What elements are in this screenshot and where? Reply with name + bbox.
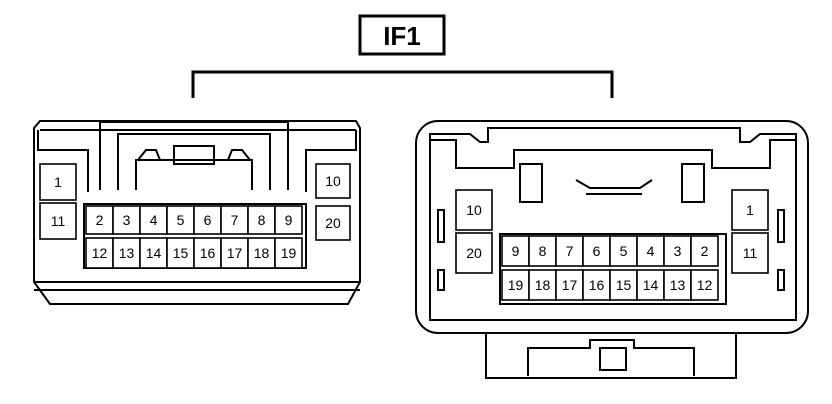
right-pin-19: 19 xyxy=(508,277,524,293)
left-pin-5: 5 xyxy=(177,212,185,228)
right-pin-8: 8 xyxy=(539,243,547,259)
right-pin-3: 3 xyxy=(674,243,682,259)
left-pin-7: 7 xyxy=(231,212,239,228)
left-pin-9: 9 xyxy=(285,212,293,228)
right-pin-17: 17 xyxy=(562,277,578,293)
left-main-pins: 2 3 4 5 6 7 8 9 12 13 14 15 16 17 18 19 xyxy=(85,205,303,269)
right-pin-4: 4 xyxy=(647,243,655,259)
right-pin-11: 11 xyxy=(743,245,758,261)
left-pin-11: 11 xyxy=(51,213,66,229)
left-pin-8: 8 xyxy=(258,212,266,228)
left-pin-16: 16 xyxy=(200,245,216,261)
right-pin-12: 12 xyxy=(697,277,713,293)
left-connector xyxy=(33,120,361,305)
left-pin-3: 3 xyxy=(123,212,131,228)
right-pin-2: 2 xyxy=(701,243,709,259)
right-side-right-pins: 1 11 xyxy=(731,189,769,274)
left-pin-13: 13 xyxy=(119,245,135,261)
right-pin-20: 20 xyxy=(466,245,482,261)
right-pin-15: 15 xyxy=(616,277,632,293)
left-pin-2: 2 xyxy=(96,212,104,228)
right-pin-1: 1 xyxy=(746,202,754,218)
right-pin-14: 14 xyxy=(643,277,659,293)
right-main-pins: 9 8 7 6 5 4 3 2 19 18 17 16 15 14 13 12 xyxy=(501,235,719,301)
left-pin-12: 12 xyxy=(92,245,108,261)
left-pin-10: 10 xyxy=(325,173,341,189)
left-pin-20: 20 xyxy=(325,215,341,231)
left-pin-1: 1 xyxy=(54,174,62,190)
left-side-right-pins: 10 20 xyxy=(315,163,351,241)
left-pin-19: 19 xyxy=(281,245,297,261)
connector-title: IF1 xyxy=(383,21,421,51)
left-pin-15: 15 xyxy=(173,245,189,261)
right-pin-5: 5 xyxy=(620,243,628,259)
right-pin-18: 18 xyxy=(535,277,551,293)
right-pin-7: 7 xyxy=(566,243,574,259)
right-pin-9: 9 xyxy=(512,243,520,259)
right-pin-6: 6 xyxy=(593,243,601,259)
bracket-line xyxy=(191,70,614,98)
title-box xyxy=(358,14,446,56)
right-connector xyxy=(415,120,809,379)
left-pin-14: 14 xyxy=(146,245,162,261)
left-pin-6: 6 xyxy=(204,212,212,228)
right-pin-13: 13 xyxy=(670,277,686,293)
right-side-left-pins: 10 20 xyxy=(455,189,493,274)
left-pin-18: 18 xyxy=(254,245,270,261)
left-pin-4: 4 xyxy=(150,212,158,228)
right-pin-16: 16 xyxy=(589,277,605,293)
right-pin-10: 10 xyxy=(466,202,482,218)
left-side-left-pins: 1 11 xyxy=(39,163,77,240)
left-pin-17: 17 xyxy=(227,245,243,261)
